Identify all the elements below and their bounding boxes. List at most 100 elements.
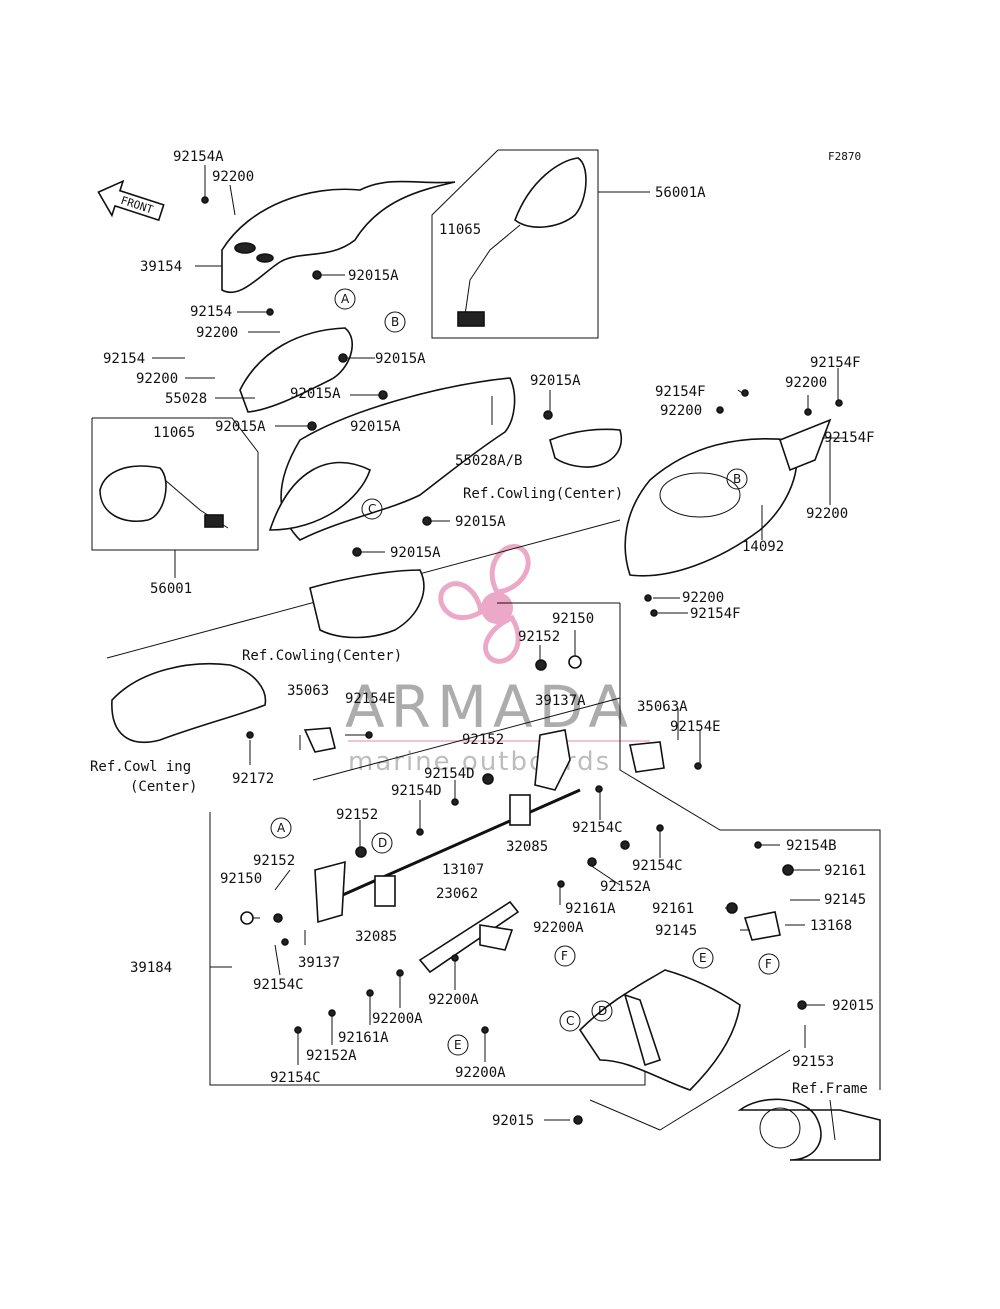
damper-32085-upper	[509, 794, 531, 826]
label: 13168	[810, 918, 852, 934]
rod-13107	[319, 788, 581, 907]
label: 92200A	[372, 1011, 423, 1027]
mirror-right-box	[431, 149, 599, 339]
label: 92200	[212, 169, 254, 185]
label: 92200	[136, 371, 178, 387]
label: 92200	[806, 506, 848, 522]
svg-text:C: C	[566, 1014, 574, 1028]
label: 92015A	[290, 386, 341, 402]
label: 92172	[232, 771, 274, 787]
label: 92154F	[824, 430, 875, 446]
ref-cowling-center-a	[309, 569, 425, 639]
label: 92154A	[173, 149, 224, 165]
label: 92152	[336, 807, 378, 823]
stay-box	[619, 603, 881, 1090]
callout-circle-icon: F	[554, 945, 576, 967]
callout-circle-icon: C	[559, 1010, 581, 1032]
label: 92145	[655, 923, 697, 939]
callout-markers: A B B C A D F E F E D C	[270, 288, 780, 1056]
bracket-39137A	[534, 729, 571, 791]
label: 11065	[153, 425, 195, 441]
label: 92015A	[350, 419, 401, 435]
label: 92200	[682, 590, 724, 606]
mirror-right-56001A	[514, 157, 587, 228]
label: 92015A	[530, 373, 581, 389]
label: 55028A/B	[455, 453, 522, 469]
label: 92154B	[786, 838, 837, 854]
label: 92152A	[600, 879, 651, 895]
label: 92015A	[375, 351, 426, 367]
label: 92152	[518, 629, 560, 645]
label: 35063	[287, 683, 329, 699]
stay-main	[578, 969, 741, 1091]
label: 92015A	[348, 268, 399, 284]
label: 32085	[355, 929, 397, 945]
label: 92015	[832, 998, 874, 1014]
bracket-13168	[743, 911, 781, 941]
callout-circle-icon: E	[692, 947, 714, 969]
label: 13107	[442, 862, 484, 878]
upper-cover-39154	[221, 180, 456, 293]
label: 14092	[742, 539, 784, 555]
bracket-35063A	[629, 741, 665, 773]
fasteners	[201, 196, 843, 1125]
ref-cowling-center-c	[111, 662, 267, 744]
ref-label: Ref.Cowling(Center)	[463, 486, 623, 502]
inner-cowl-55028	[239, 327, 354, 413]
callout-circle-icon: A	[270, 817, 292, 839]
label: 92200A	[455, 1065, 506, 1081]
label: 92154F	[810, 355, 861, 371]
label: 92145	[824, 892, 866, 908]
svg-text:A: A	[277, 821, 286, 835]
ref-label: Ref.Frame	[792, 1081, 868, 1097]
label: 39154	[140, 259, 182, 275]
label: 35063A	[637, 699, 688, 715]
label: 92161A	[565, 901, 616, 917]
callout-circle-icon: B	[384, 311, 406, 333]
callout-circle-icon: F	[758, 953, 780, 975]
label: 32085	[506, 839, 548, 855]
svg-text:D: D	[378, 836, 387, 850]
label: 39137A	[535, 693, 586, 709]
mirror-left-box	[91, 417, 259, 551]
label: 23062	[436, 886, 478, 902]
label: 92154D	[391, 783, 442, 799]
watermark-brand: ARMADA	[345, 673, 634, 741]
ref-label: Ref.Cowling(Center)	[242, 648, 402, 664]
label: 92200	[196, 325, 238, 341]
part-number-labels: 92154A 92200 39154 92015A 92154 92200 92…	[103, 149, 875, 1129]
armada-logo-icon	[438, 544, 531, 664]
label: 92154C	[270, 1070, 321, 1086]
label: 39137	[298, 955, 340, 971]
svg-text:A: A	[341, 292, 350, 306]
label: 92154F	[655, 384, 706, 400]
bracket-35063	[303, 727, 336, 753]
diagram-code: F2870	[828, 150, 861, 163]
label: 92154	[103, 351, 145, 367]
side-cowling-14092	[624, 437, 798, 577]
svg-text:F: F	[561, 949, 568, 963]
label: 92015A	[215, 419, 266, 435]
label: 92015A	[390, 545, 441, 561]
svg-text:E: E	[454, 1038, 462, 1052]
ref-label: Ref.Cowl ing	[90, 759, 191, 775]
callout-circle-icon: D	[371, 832, 393, 854]
label: 92154D	[424, 766, 475, 782]
watermark-tagline: marine outboards	[348, 747, 611, 777]
svg-text:C: C	[368, 502, 376, 516]
label: 56001	[150, 581, 192, 597]
svg-text:B: B	[391, 315, 399, 329]
label: 92152	[462, 732, 504, 748]
svg-text:D: D	[598, 1004, 607, 1018]
label: 92161	[824, 863, 866, 879]
label: 92200A	[533, 920, 584, 936]
mirror-left-56001	[99, 465, 167, 522]
label: 92154	[190, 304, 232, 320]
label: 92153	[792, 1054, 834, 1070]
damper-32085-lower	[374, 875, 396, 907]
label: 55028	[165, 391, 207, 407]
label: 11065	[439, 222, 481, 238]
svg-text:B: B	[733, 472, 741, 486]
